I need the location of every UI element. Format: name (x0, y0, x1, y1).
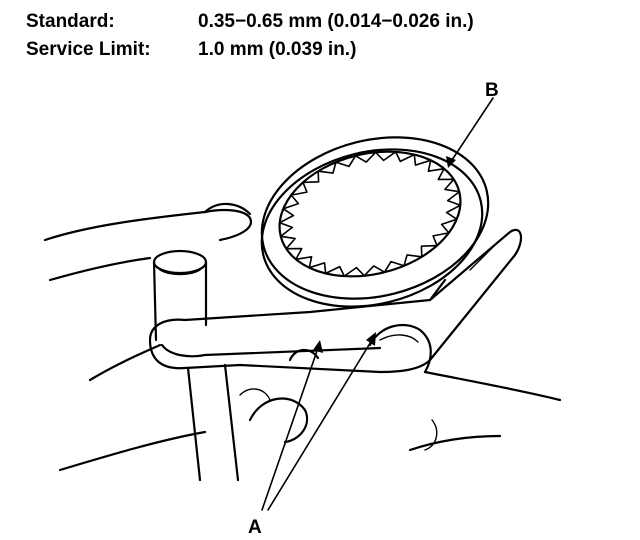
spec-standard-label: Standard: (26, 11, 115, 32)
right-hand (240, 325, 560, 450)
spec-service-limit-value: 1.0 mm (0.039 in.) (198, 39, 357, 60)
spec-standard-row: Standard: 0.35−0.65 mm (0.014−0.026 in.) (26, 11, 474, 33)
callout-label-b: B (485, 80, 499, 101)
splined-ring (245, 114, 506, 328)
spec-standard-value: 0.35−0.65 mm (0.014−0.026 in.) (198, 11, 474, 32)
spec-service-limit-row: Service Limit: 1.0 mm (0.039 in.) (26, 39, 356, 61)
lever-plate (150, 230, 521, 372)
callout-leaders (262, 98, 493, 510)
spec-service-limit-label: Service Limit: (26, 39, 151, 60)
callout-label-a: A (248, 517, 262, 538)
left-hand (45, 204, 251, 470)
